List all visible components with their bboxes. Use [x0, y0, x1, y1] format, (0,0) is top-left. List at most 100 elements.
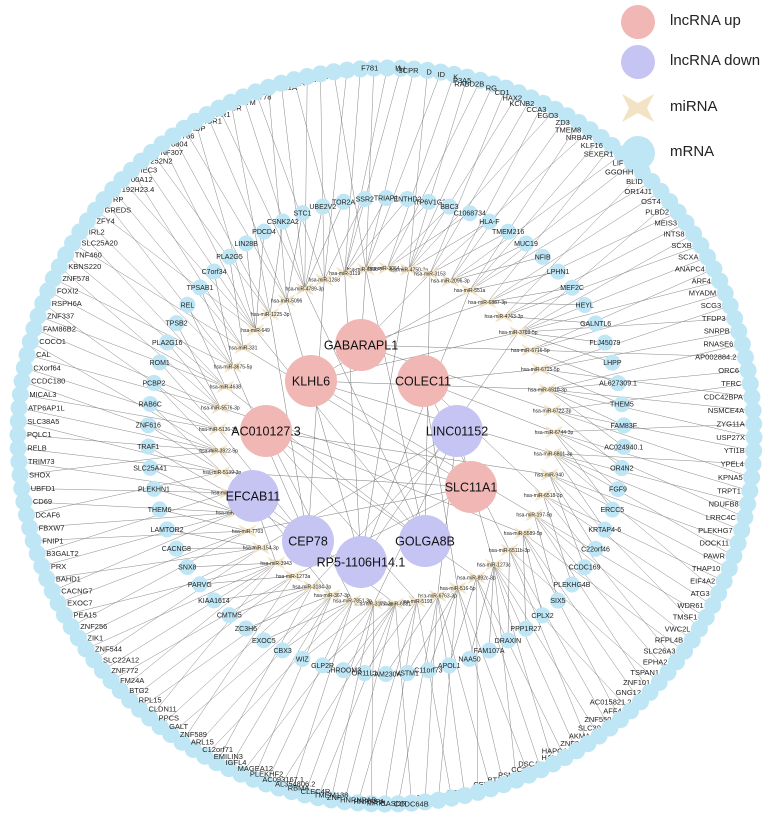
- mrna-label: CCA3: [526, 105, 546, 114]
- edge-mirna-mrna: [52, 512, 237, 592]
- mrna-node: TPSB2: [165, 315, 188, 332]
- edge-mirna-mrna: [343, 603, 396, 671]
- mrna-label: ZNF8: [560, 739, 579, 748]
- mrna-node-circle: [274, 213, 291, 230]
- mrna-node-circle: [10, 399, 28, 417]
- mrna-node: VSTM1: [396, 665, 419, 682]
- edge-mirna-mrna: [438, 587, 458, 801]
- edge-lncrna-mirna: [255, 330, 426, 542]
- mirna-node: hsa-miR-3177-3p: [355, 597, 394, 610]
- mrna-node-circle: [151, 354, 168, 371]
- mrna-node-circle: [142, 459, 159, 476]
- edge-mirna-mrna: [187, 562, 277, 568]
- mrna-node-circle: [392, 59, 410, 77]
- mrna-label: D: [426, 68, 432, 77]
- edge-mirna-mrna: [437, 595, 492, 789]
- lncrna-node: LINC01152: [426, 405, 488, 457]
- edge-mirna-mrna: [159, 586, 313, 727]
- mrna-label: EXOC7: [67, 599, 92, 608]
- mirna-label: hsa-miR-7703: [232, 529, 264, 535]
- mrna-label: BAHD1: [56, 574, 81, 583]
- mirna-node-shape: [441, 274, 460, 288]
- mrna-node: SNX8: [178, 559, 197, 576]
- mrna-label: TMSF1: [673, 613, 698, 622]
- mrna-node-circle: [145, 480, 162, 497]
- edge-mirna-mrna: [542, 495, 573, 585]
- mirna-node: hsa-miR-4763-3p: [485, 309, 523, 323]
- edge-mirna-mrna: [176, 547, 261, 549]
- mirna-node: hsa-miR-1288: [309, 273, 340, 287]
- mirna-node-shape: [484, 558, 503, 572]
- mrna-node: TRIM73: [10, 453, 55, 471]
- mrna-label: KBNS220: [68, 262, 101, 271]
- lncrna-node: SLC11A1: [445, 461, 498, 513]
- edge-mirna-mrna: [344, 198, 408, 274]
- mrna-node: SSR2: [356, 190, 374, 207]
- edge-mirna-mrna: [150, 467, 237, 513]
- edge-mirna-mrna: [509, 549, 611, 729]
- edge-mirna-mrna: [487, 145, 613, 303]
- edge-mirna-mrna: [476, 577, 479, 793]
- legend-item-mrna: mRNA: [620, 133, 777, 173]
- mrna-node-circle: [461, 205, 478, 222]
- mirna-label: hsa-miR-4750-3p: [390, 267, 429, 273]
- edge-mirna-mrna: [240, 603, 375, 775]
- mrna-label: FAM107A: [474, 648, 505, 655]
- mrna-node-circle: [325, 63, 343, 81]
- mrna-label: ZYG11A: [717, 419, 745, 428]
- mirna-node-shape: [407, 594, 426, 608]
- mrna-node-circle: [356, 190, 373, 207]
- mrna-node-circle: [389, 795, 407, 813]
- mrna-node: PPP1R27: [510, 620, 541, 637]
- edge-mirna-mrna: [170, 594, 332, 735]
- edge-lncrna-mirna: [304, 288, 426, 542]
- edge-mirna-mrna: [102, 562, 277, 671]
- mrna-node: FAM86B2: [25, 320, 76, 338]
- mirna-label: hsa-miR-551a: [454, 288, 486, 294]
- edge-mirna-mrna: [24, 367, 219, 430]
- edge-mirna-mrna: [159, 509, 248, 532]
- mrna-node-circle: [159, 521, 176, 538]
- edge-mirna-mrna: [518, 280, 720, 333]
- mrna-node-circle: [517, 235, 534, 252]
- lncrna-label: SLC11A1: [445, 481, 498, 495]
- mirna-node: hsa-miR-4750-3p: [390, 263, 429, 276]
- mrna-node: HNRNPAB: [322, 791, 376, 809]
- edge-mirna-mrna: [344, 603, 396, 802]
- mrna-node: PLEKHG7: [698, 521, 751, 539]
- mrna-node: PLA2G5: [216, 248, 243, 265]
- edge-mirna-mrna: [457, 587, 504, 785]
- edge-mirna-mrna: [26, 471, 222, 515]
- mrna-label: THEM5: [610, 402, 634, 409]
- mrna-label: PARVG: [188, 582, 212, 589]
- mrna-label: MUC19: [514, 241, 538, 248]
- mirna-label: hsa-miR-3177-3p: [355, 601, 394, 607]
- mrna-label: MAGEA12: [238, 764, 273, 773]
- mrna-node: THEM6: [148, 501, 172, 518]
- mrna-label: IRL2: [89, 227, 105, 236]
- mrna-node-circle: [351, 60, 369, 78]
- edge-lncrna-mirna: [424, 273, 431, 542]
- mrna-node: NFIB: [534, 248, 551, 265]
- edge-mirna-mrna: [72, 243, 244, 348]
- mrna-node-circle: [741, 375, 759, 393]
- edge-mirna-mrna: [534, 514, 693, 641]
- mrna-node-circle: [419, 61, 437, 79]
- mirna-node: hsa-miR-6511b-3p: [489, 543, 530, 557]
- mrna-label: SIX5: [550, 598, 565, 605]
- mrna-node-circle: [405, 60, 423, 78]
- mrna-label: PAWR: [703, 552, 725, 561]
- mrna-node: KBNS220: [50, 258, 101, 276]
- mrna-label: TMEM138: [314, 790, 349, 799]
- mrna-node-circle: [432, 63, 450, 81]
- mrna-node: NAA50: [458, 650, 481, 667]
- mirna-label: hsa-miR-5139-3p: [203, 470, 242, 476]
- mrna-node-circle: [482, 780, 500, 798]
- mrna-node: C7orf34: [202, 263, 227, 280]
- mrna-label: EIF4A2: [690, 577, 715, 586]
- edge-mirna-mrna: [95, 209, 256, 331]
- mrna-swatch-icon: [621, 136, 655, 170]
- edge-mirna-mrna: [304, 201, 344, 290]
- edge-mirna-mrna: [131, 170, 244, 348]
- mrna-node: RBMA: [270, 779, 309, 797]
